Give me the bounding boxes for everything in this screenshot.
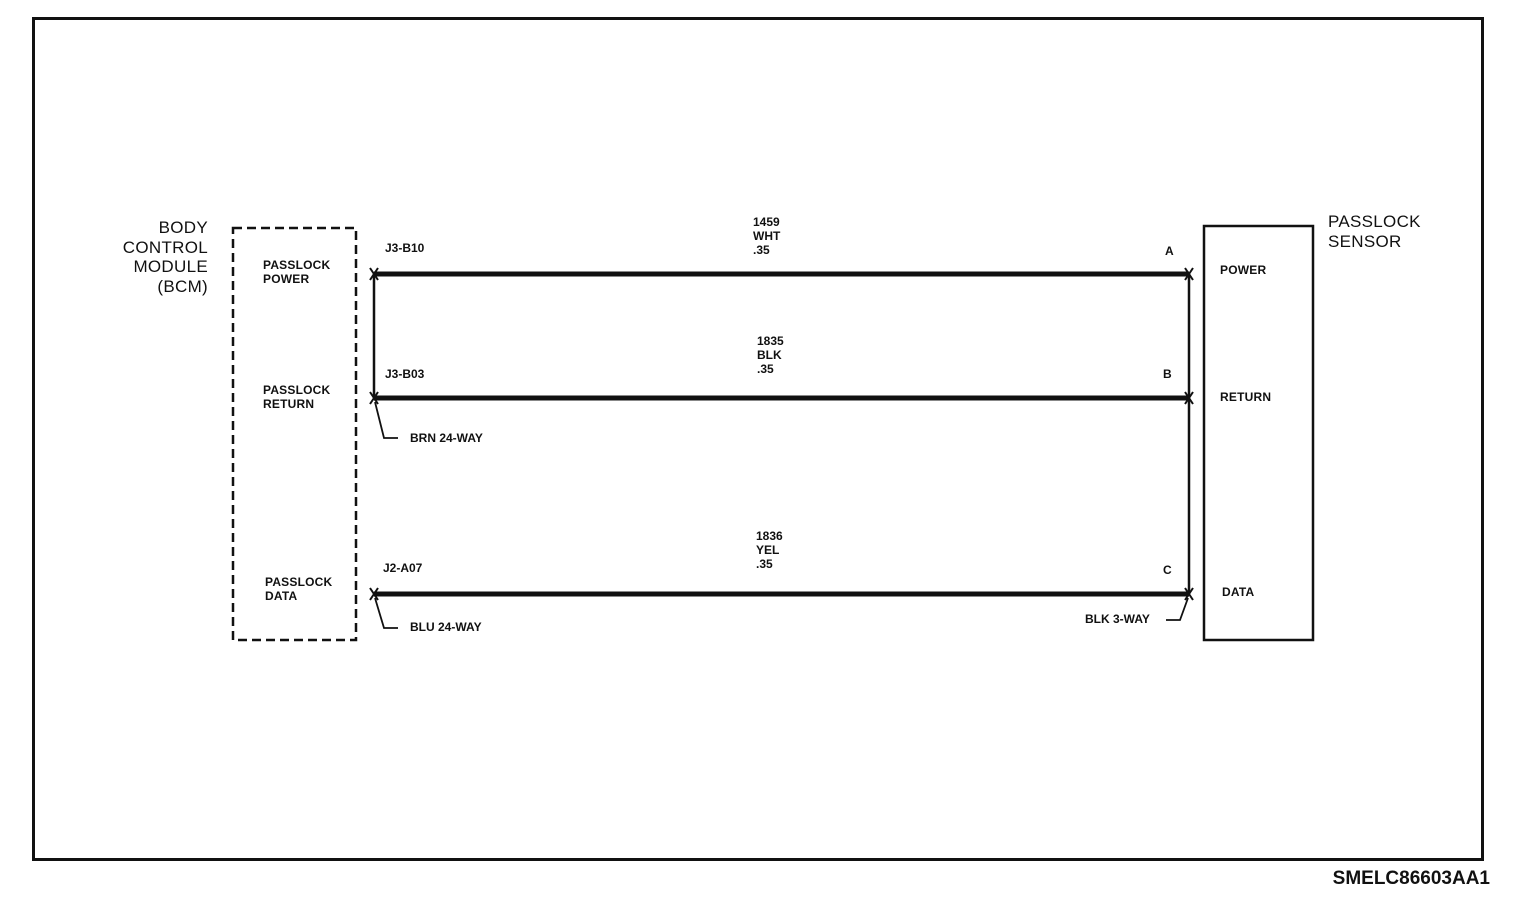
terminal-marks	[369, 267, 1194, 601]
sensor-pin-return: RETURN	[1220, 390, 1272, 404]
diagram-frame	[32, 17, 1484, 861]
bcm-title: BODY CONTROL MODULE (BCM)	[122, 218, 208, 296]
bcm-box	[231, 226, 358, 642]
sensor-terminal-c: C	[1163, 563, 1172, 577]
figure-code: SMELC86603AA1	[1332, 868, 1490, 889]
sensor-box	[1202, 224, 1315, 642]
bcm-terminal-j3-b10: J3-B10	[385, 241, 425, 255]
sensor-terminal-b: B	[1163, 367, 1172, 381]
connector-brn-24-way: BRN 24-WAY	[410, 431, 483, 445]
brn-connector-leader	[374, 401, 398, 439]
sensor-pin-power: POWER	[1220, 263, 1267, 277]
sensor-terminal-a: A	[1165, 244, 1174, 258]
blu-connector-leader	[374, 597, 398, 629]
bcm-terminal-j3-b03: J3-B03	[385, 367, 425, 381]
blk-connector-leader	[1166, 597, 1189, 621]
bcm-terminal-j2-a07: J2-A07	[383, 561, 423, 575]
connector-blu-24-way: BLU 24-WAY	[410, 620, 482, 634]
connector-blk-3-way: BLK 3-WAY	[1085, 612, 1150, 626]
sensor-pin-data: DATA	[1222, 585, 1255, 599]
sensor-title: PASSLOCK SENSOR	[1328, 212, 1421, 251]
